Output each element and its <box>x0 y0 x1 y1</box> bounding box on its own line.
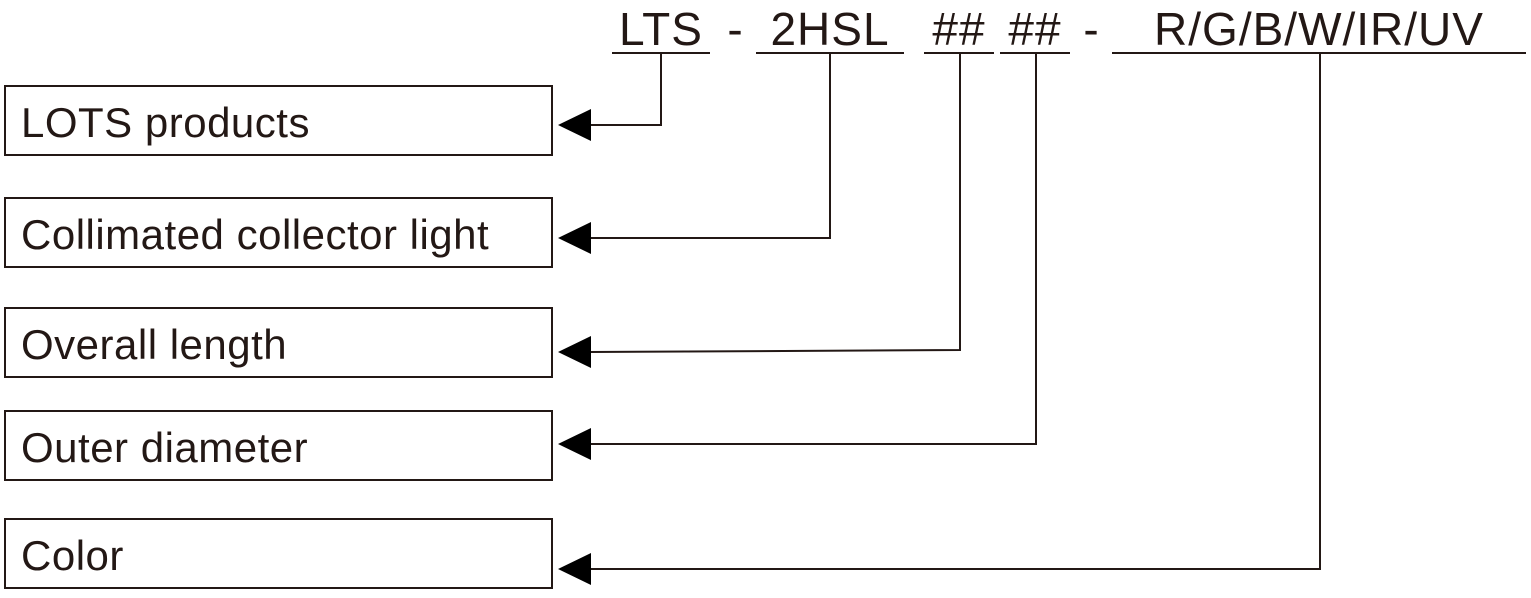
code-part-length: ## <box>932 3 986 55</box>
code-part-series: 2HSL <box>770 3 890 55</box>
arrow-series-icon <box>558 222 591 254</box>
code-part-color: R/G/B/W/IR/UV <box>1154 3 1484 55</box>
box-label-color: Color <box>21 532 124 579</box>
box-collimated-collector-light: Collimated collector light <box>4 197 553 268</box>
code-separator-2: - <box>1083 3 1099 55</box>
connector-lts <box>590 54 662 126</box>
connector-series <box>590 54 831 239</box>
box-label-lots-products: LOTS products <box>21 99 310 146</box>
box-color: Color <box>4 518 553 589</box>
code-underline-series <box>756 52 904 54</box>
arrow-lts-icon <box>558 109 591 141</box>
box-label-outer-diameter: Outer diameter <box>21 424 309 471</box>
code-separator-1: - <box>727 3 743 55</box>
code-underline-color <box>1112 52 1526 54</box>
box-label-overall-length: Overall length <box>21 321 288 368</box>
connector-color <box>590 54 1321 570</box>
code-underline-diameter <box>1000 52 1070 54</box>
arrow-length-icon <box>558 336 591 368</box>
code-part-diameter: ## <box>1008 3 1062 55</box>
connector-length <box>589 54 961 353</box>
connector-diameter <box>590 54 1037 445</box>
arrow-color-icon <box>558 553 591 585</box>
code-part-lts: LTS <box>619 3 703 55</box>
box-overall-length: Overall length <box>4 307 553 378</box>
box-lots-products: LOTS products <box>4 85 553 156</box>
box-outer-diameter: Outer diameter <box>4 410 553 481</box>
code-underline-lts <box>612 52 710 54</box>
code-underline-length <box>924 52 994 54</box>
arrow-diameter-icon <box>558 428 591 460</box>
box-label-collimated-collector-light: Collimated collector light <box>21 211 490 258</box>
